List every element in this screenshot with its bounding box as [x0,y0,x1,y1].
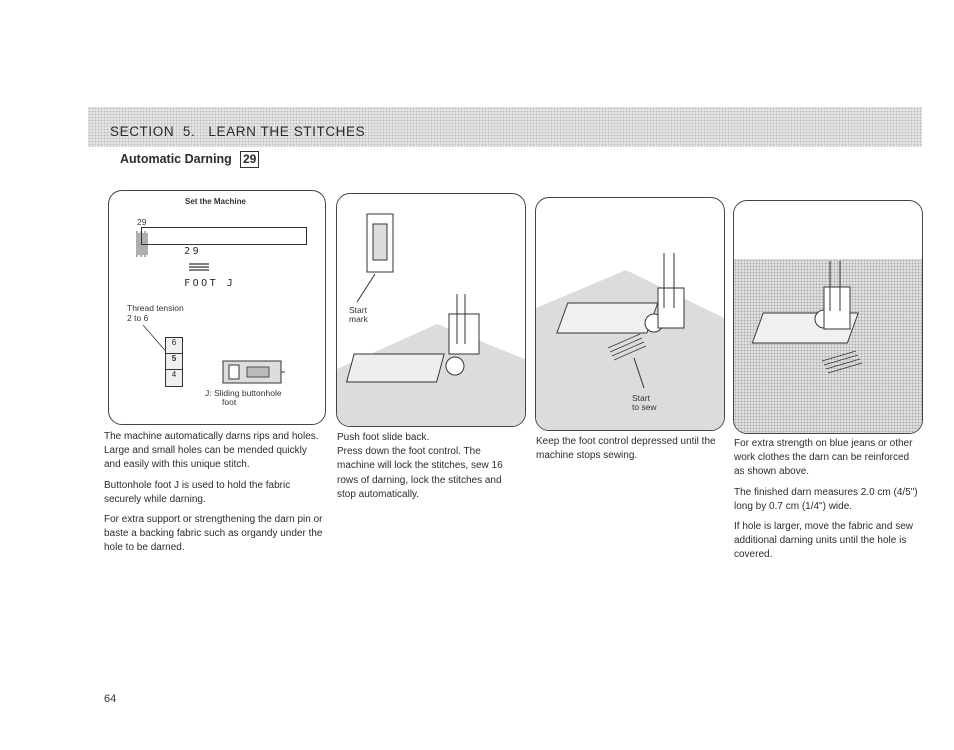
set-machine-panel: Set the Machine 29 29 FOOT J Thread tens… [108,190,326,425]
paragraph: The machine automatically darns rips and… [104,431,319,471]
text-column-3: Keep the foot control depressed until th… [536,435,722,469]
finished-darn-panel [733,200,923,434]
page-title: Automatic Darning [120,152,232,166]
text-column-1: The machine automatically darns rips and… [104,430,324,562]
text-column-2: Push foot slide back. Press down the foo… [337,431,521,508]
tension-dial: 6 5 4 [165,337,183,387]
section-header-band [88,107,922,147]
buttonhole-foot-icon [222,360,285,384]
paragraph: For extra support or strengthening the d… [104,514,323,554]
section-title: SECTION 5. LEARN THE STITCHES [110,124,366,139]
push-slide-panel: Start mark [336,193,526,427]
start-sew-label: Start [632,393,650,403]
paragraph: Buttonhole foot J is used to hold the fa… [104,479,291,505]
stitch-symbol-icon [189,263,210,271]
text-column-4: For extra strength on blue jeans or othe… [734,437,918,569]
finished-darn-illustration [751,261,863,374]
dial-bottom: 4 [171,370,177,379]
foot-caption-2: foot [222,397,237,407]
paragraph: If hole is larger, move the fabric and s… [734,521,913,561]
foot-slide-illustration [337,213,525,426]
lcd-number: 29 [184,246,202,257]
stitch-number-badge: 29 [240,151,260,168]
dial-top: 6 [166,338,182,354]
start-mark-label: Start [349,305,367,315]
paragraph: Push foot slide back. [337,432,430,443]
foot-caption-1: J: Sliding buttonhole [205,388,282,398]
pattern-number: 29 [137,217,147,227]
panel-title: Set the Machine [185,197,246,206]
lcd-foot: FOOT J [184,278,236,289]
pointer-line [142,324,170,356]
lcd-display: 29 FOOT J [141,227,307,289]
dial-mid: 5 [166,354,182,370]
paragraph: For extra strength on blue jeans or othe… [734,438,913,478]
thread-tension-label: Thread tension [127,303,184,313]
page-number: 64 [104,693,117,705]
start-sew-label-2: to sew [632,402,657,412]
start-mark-label-2: mark [349,314,368,324]
paragraph: Press down the foot control. The machine… [337,446,503,500]
sewing-panel: Start to sew [535,197,725,431]
paragraph: Keep the foot control depressed until th… [536,436,716,462]
paragraph: The finished darn measures 2.0 cm (4/5")… [734,486,918,512]
sewing-illustration [536,253,724,430]
thread-tension-value: 2 to 6 [127,313,149,323]
